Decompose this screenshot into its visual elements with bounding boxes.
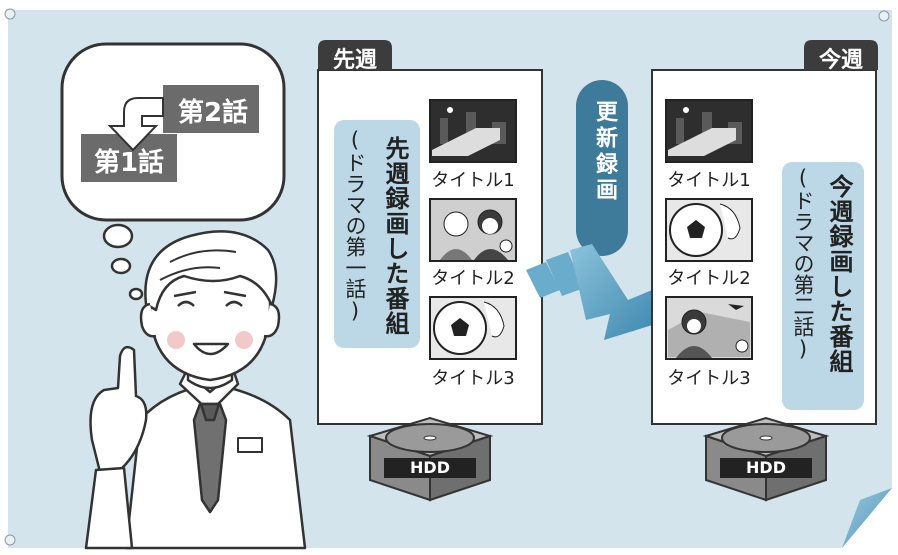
this-week-tab	[804, 40, 878, 70]
page-curl	[842, 488, 892, 548]
update-arrow-icon	[526, 244, 662, 340]
this-week-tab-label: 今週	[818, 48, 863, 73]
last-week-hdd-label: HDD	[410, 458, 450, 477]
last-week-caption-main: 先週録画した番組	[381, 136, 409, 336]
this-week-caption-main: 今週録画した番組	[825, 174, 853, 374]
this-week-hdd-icon	[702, 416, 830, 502]
this-week-title-2: タイトル2	[667, 268, 751, 289]
episode1-label: 第1話	[93, 148, 165, 178]
last-week-title-2: タイトル2	[431, 268, 515, 289]
update-label: 更新録画	[592, 100, 617, 204]
man-illustration	[84, 230, 307, 550]
last-week-caption-sub: (ドラマの第一話)	[343, 128, 367, 323]
episode-arrow-icon	[107, 97, 164, 152]
this-week-thumbnails	[665, 99, 753, 360]
last-week-tab	[318, 40, 392, 70]
last-week-caption-panel	[334, 120, 420, 348]
this-week-title-1: タイトル1	[667, 170, 751, 191]
update-pill	[576, 80, 628, 256]
last-week-tab-label: 先週	[332, 48, 377, 73]
this-week-title-3: タイトル3	[667, 368, 751, 389]
last-week-hdd-icon	[366, 416, 494, 502]
last-week-thumbnails	[429, 99, 517, 360]
last-week-title-1: タイトル1	[431, 170, 515, 191]
this-week-hdd-label: HDD	[746, 458, 786, 477]
this-week-caption-panel	[782, 162, 864, 410]
episode2-box	[163, 85, 259, 133]
this-week-caption-sub: (ドラマの第二話)	[791, 166, 815, 361]
last-week-title-3: タイトル3	[431, 368, 515, 389]
episode2-label: 第2話	[177, 98, 249, 128]
